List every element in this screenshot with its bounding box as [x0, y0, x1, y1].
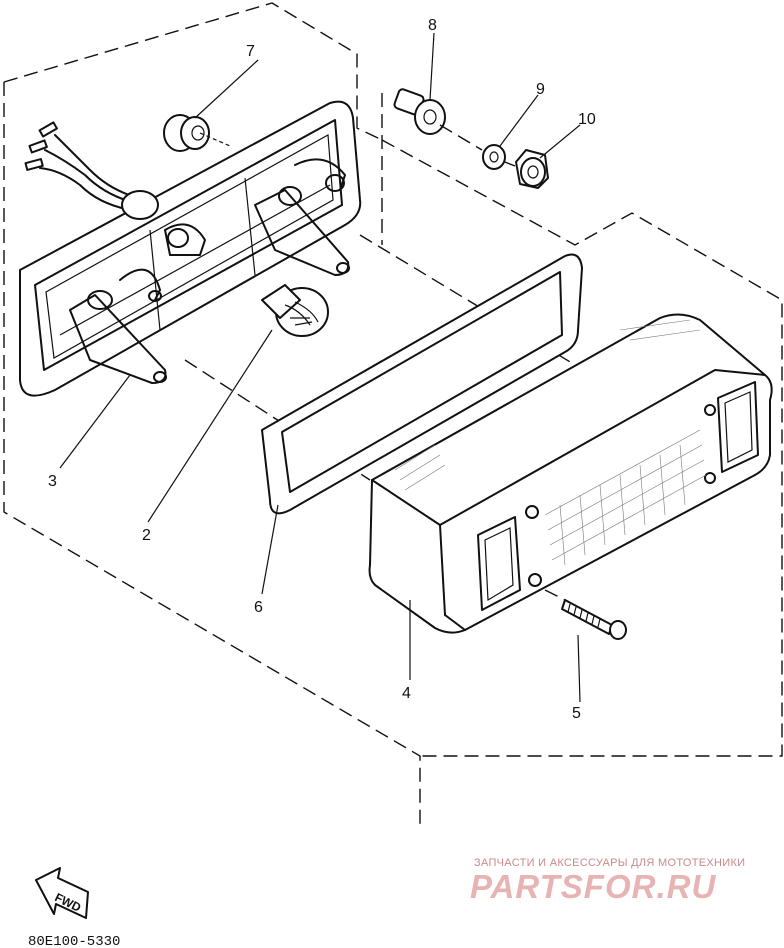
- bulb: [261, 284, 329, 337]
- callout-8: 8: [428, 17, 437, 34]
- callout-6: 6: [254, 599, 263, 616]
- callout-4: 4: [402, 685, 411, 702]
- housing-boss-right: [254, 186, 350, 276]
- callout-numbers: 2 3 4 5 6 7 8 9 10: [48, 17, 596, 722]
- drawing-code: 80E100-5330: [28, 934, 120, 948]
- callout-9: 9: [536, 81, 545, 98]
- watermark-brand: PARTSFOR.RU: [470, 868, 716, 905]
- watermark: ЗАПЧАСТИ И АКСЕССУАРЫ ДЛЯ МОТОТЕХНИКИ PA…: [470, 857, 745, 905]
- callout-7: 7: [246, 43, 255, 60]
- callout-2: 2: [142, 527, 151, 544]
- bulb-socket-center: [164, 223, 206, 256]
- wiring-harness: [24, 121, 159, 220]
- nut: [515, 149, 549, 189]
- bulb-socket-upper: [294, 158, 346, 192]
- group-boundary-upper: [3, 2, 783, 830]
- leader-lines: [59, 32, 581, 703]
- grommet: [163, 114, 231, 152]
- light-housing: [19, 100, 362, 397]
- housing-boss-left: [69, 290, 167, 384]
- lens-texture: [394, 319, 707, 566]
- callout-10: 10: [578, 111, 596, 128]
- watermark-tagline: ЗАПЧАСТИ И АКСЕССУАРЫ ДЛЯ МОТОТЕХНИКИ: [474, 857, 745, 869]
- lens: [368, 313, 773, 634]
- screw: [561, 599, 627, 640]
- washer: [482, 144, 506, 170]
- callout-3: 3: [48, 473, 57, 490]
- bulb-socket-left: [119, 268, 162, 302]
- fwd-arrow-icon: FWD: [35, 867, 89, 919]
- collar-bushing: [393, 88, 446, 135]
- gasket: [261, 253, 583, 515]
- callout-5: 5: [572, 705, 581, 722]
